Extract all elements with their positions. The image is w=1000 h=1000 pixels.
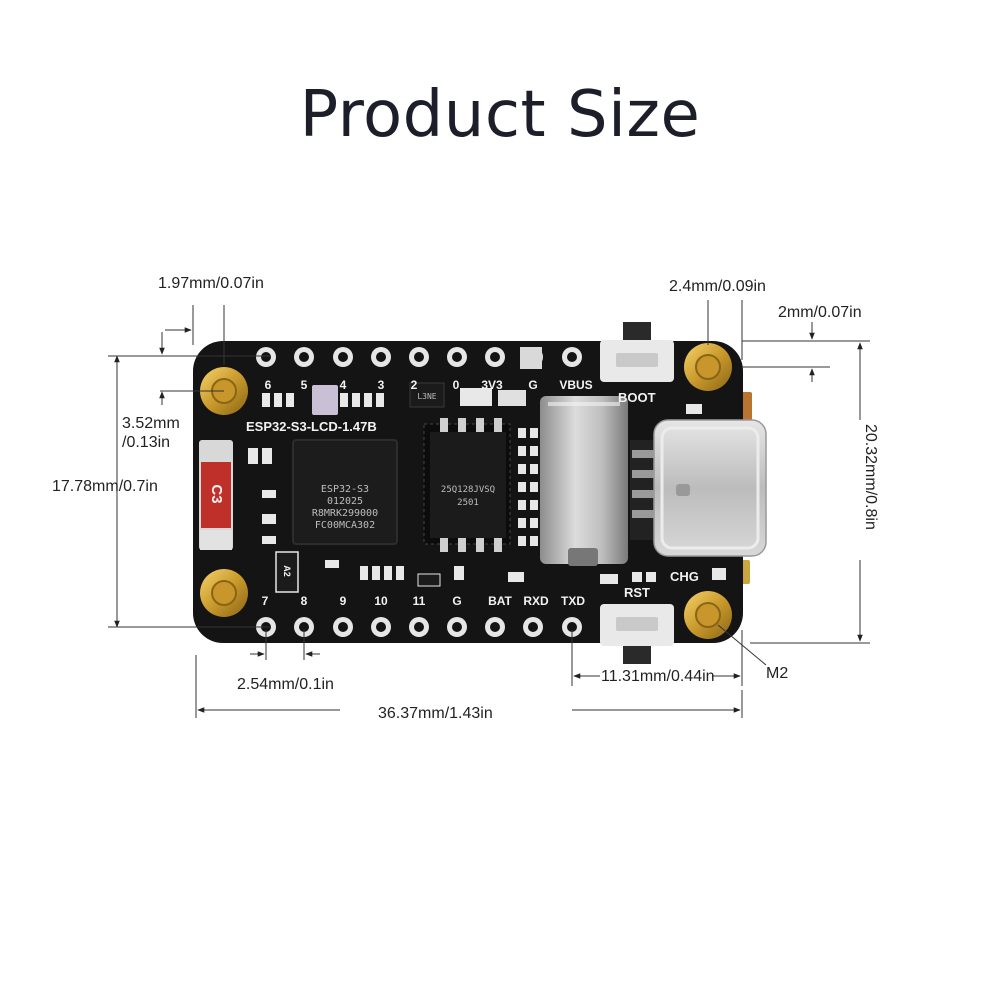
bottom-pin-label: 9: [340, 594, 347, 608]
header-pin-top: [485, 347, 505, 367]
bottom-pin-label: 10: [374, 594, 388, 608]
dim-total-width: 20.32mm/0.8in: [862, 424, 879, 530]
test-pad: [518, 536, 526, 546]
dim-screw-size: M2: [766, 665, 788, 682]
dim-hole-diameter: 2.4mm/0.09in: [669, 278, 766, 295]
test-pad: [518, 518, 526, 528]
antenna-label: C3: [208, 484, 225, 503]
crystal-oscillator: [312, 385, 338, 415]
flash-text-1: 25Q128JVSQ: [441, 485, 495, 495]
top-pin-label: 3: [378, 378, 385, 392]
mcu-text-3: R8MRK299000: [312, 508, 378, 519]
header-pin-bottom: [333, 617, 353, 637]
top-pin-label: 5: [301, 378, 308, 392]
header-pin-bottom: [562, 617, 582, 637]
boot-label: BOOT: [618, 390, 656, 405]
header-pin-bottom: [485, 617, 505, 637]
header-pin-top: [447, 347, 467, 367]
bottom-pin-label: 11: [413, 594, 426, 608]
dim-hole-spacing-y: 17.78mm/0.7in: [52, 478, 158, 495]
usb-c-connector: [630, 419, 767, 557]
test-pad: [530, 536, 538, 546]
mounting-hole-bottom-right: [684, 591, 732, 639]
mcu-chip: ESP32-S3 012025 R8MRK299000 FC00MCA302: [292, 439, 398, 545]
pcb-board: C3 ESP32-S3 012025 R8MRK299000 FC00MCA30…: [193, 322, 767, 664]
top-pin-label: 4: [340, 378, 347, 392]
test-pad: [530, 500, 538, 510]
ic-a2: [275, 551, 299, 593]
test-pads: [518, 428, 538, 546]
header-pin-bottom: [409, 617, 429, 637]
ldo-regulator: [409, 382, 445, 408]
header-pin-top: [371, 347, 391, 367]
header-pin-bottom: [447, 617, 467, 637]
test-pad: [518, 428, 526, 438]
rst-button: [600, 604, 674, 646]
top-pin-label: VBUS: [559, 378, 592, 392]
passive-components: [248, 393, 726, 584]
dim-total-length: 36.37mm/1.43in: [378, 705, 493, 722]
diode: [460, 388, 492, 406]
header-pin-bottom: [371, 617, 391, 637]
rst-label: RST: [624, 585, 650, 600]
test-pad: [530, 446, 538, 456]
dim-edge-offset: 2mm/0.07in: [778, 304, 862, 321]
metal-shield: [540, 396, 628, 566]
mounting-hole-bottom-left: [200, 569, 248, 617]
top-pin-label: 2: [411, 378, 418, 392]
header-pin-top: [256, 347, 276, 367]
dim-hole-offset-y-2: /0.13in: [122, 434, 170, 451]
header-pin-bottom: [523, 617, 543, 637]
test-pad: [518, 500, 526, 510]
dim-hole-offset-x: 1.97mm/0.07in: [158, 275, 264, 292]
chg-label: CHG: [670, 569, 699, 584]
bottom-pin-labels: 7 8 9 10 11 G BAT RXD TXD: [262, 594, 586, 608]
boot-button: [600, 340, 674, 382]
test-pad: [530, 428, 538, 438]
mounting-hole-top-right: [684, 343, 732, 391]
header-pin-top: [409, 347, 429, 367]
bottom-pin-label: TXD: [561, 594, 585, 608]
dimension-lines: [108, 300, 870, 718]
mcu-text-4: FC00MCA302: [315, 520, 375, 531]
board-name-label: ESP32-S3-LCD-1.47B: [246, 419, 377, 434]
top-pin-label: 3V3: [481, 378, 503, 392]
ldo-label: L3NE: [417, 392, 436, 401]
header-pin-top: [333, 347, 353, 367]
dim-pin-pitch: 2.54mm/0.1in: [237, 676, 334, 693]
mcu-text-1: ESP32-S3: [321, 484, 369, 495]
page-title: Product Size: [299, 78, 701, 152]
bottom-pin-row: [256, 617, 582, 637]
dim-hole-spacing-x: 11.31mm/0.44in: [601, 668, 715, 685]
top-pin-label: 0: [453, 378, 460, 392]
ic-a2-label: A2: [282, 565, 292, 577]
bottom-pin-label: RXD: [523, 594, 549, 608]
header-pin-top: [562, 347, 582, 367]
flash-text-2: 2501: [457, 498, 479, 508]
header-pin-bottom: [294, 617, 314, 637]
flash-chip: 25Q128JVSQ 2501: [423, 418, 511, 552]
test-pad: [518, 446, 526, 456]
test-pad: [530, 518, 538, 528]
top-pin-row: [256, 347, 582, 367]
top-pin-labels: 6 5 4 3 2 0 3V3 G VBUS: [265, 378, 593, 392]
test-pad: [518, 464, 526, 474]
test-pad: [518, 482, 526, 492]
bottom-pin-label: G: [452, 594, 461, 608]
ceramic-antenna: C3: [199, 440, 233, 550]
mcu-text-2: 012025: [327, 496, 363, 507]
bottom-pin-label: 8: [301, 594, 308, 608]
bottom-pin-label: BAT: [488, 594, 512, 608]
dim-hole-offset-y-1: 3.52mm: [122, 415, 180, 432]
top-pin-label: G: [528, 378, 537, 392]
header-pin-top: [294, 347, 314, 367]
test-pad: [530, 464, 538, 474]
test-pad: [530, 482, 538, 492]
bottom-pin-label: 7: [262, 594, 269, 608]
top-pin-label: 6: [265, 378, 272, 392]
